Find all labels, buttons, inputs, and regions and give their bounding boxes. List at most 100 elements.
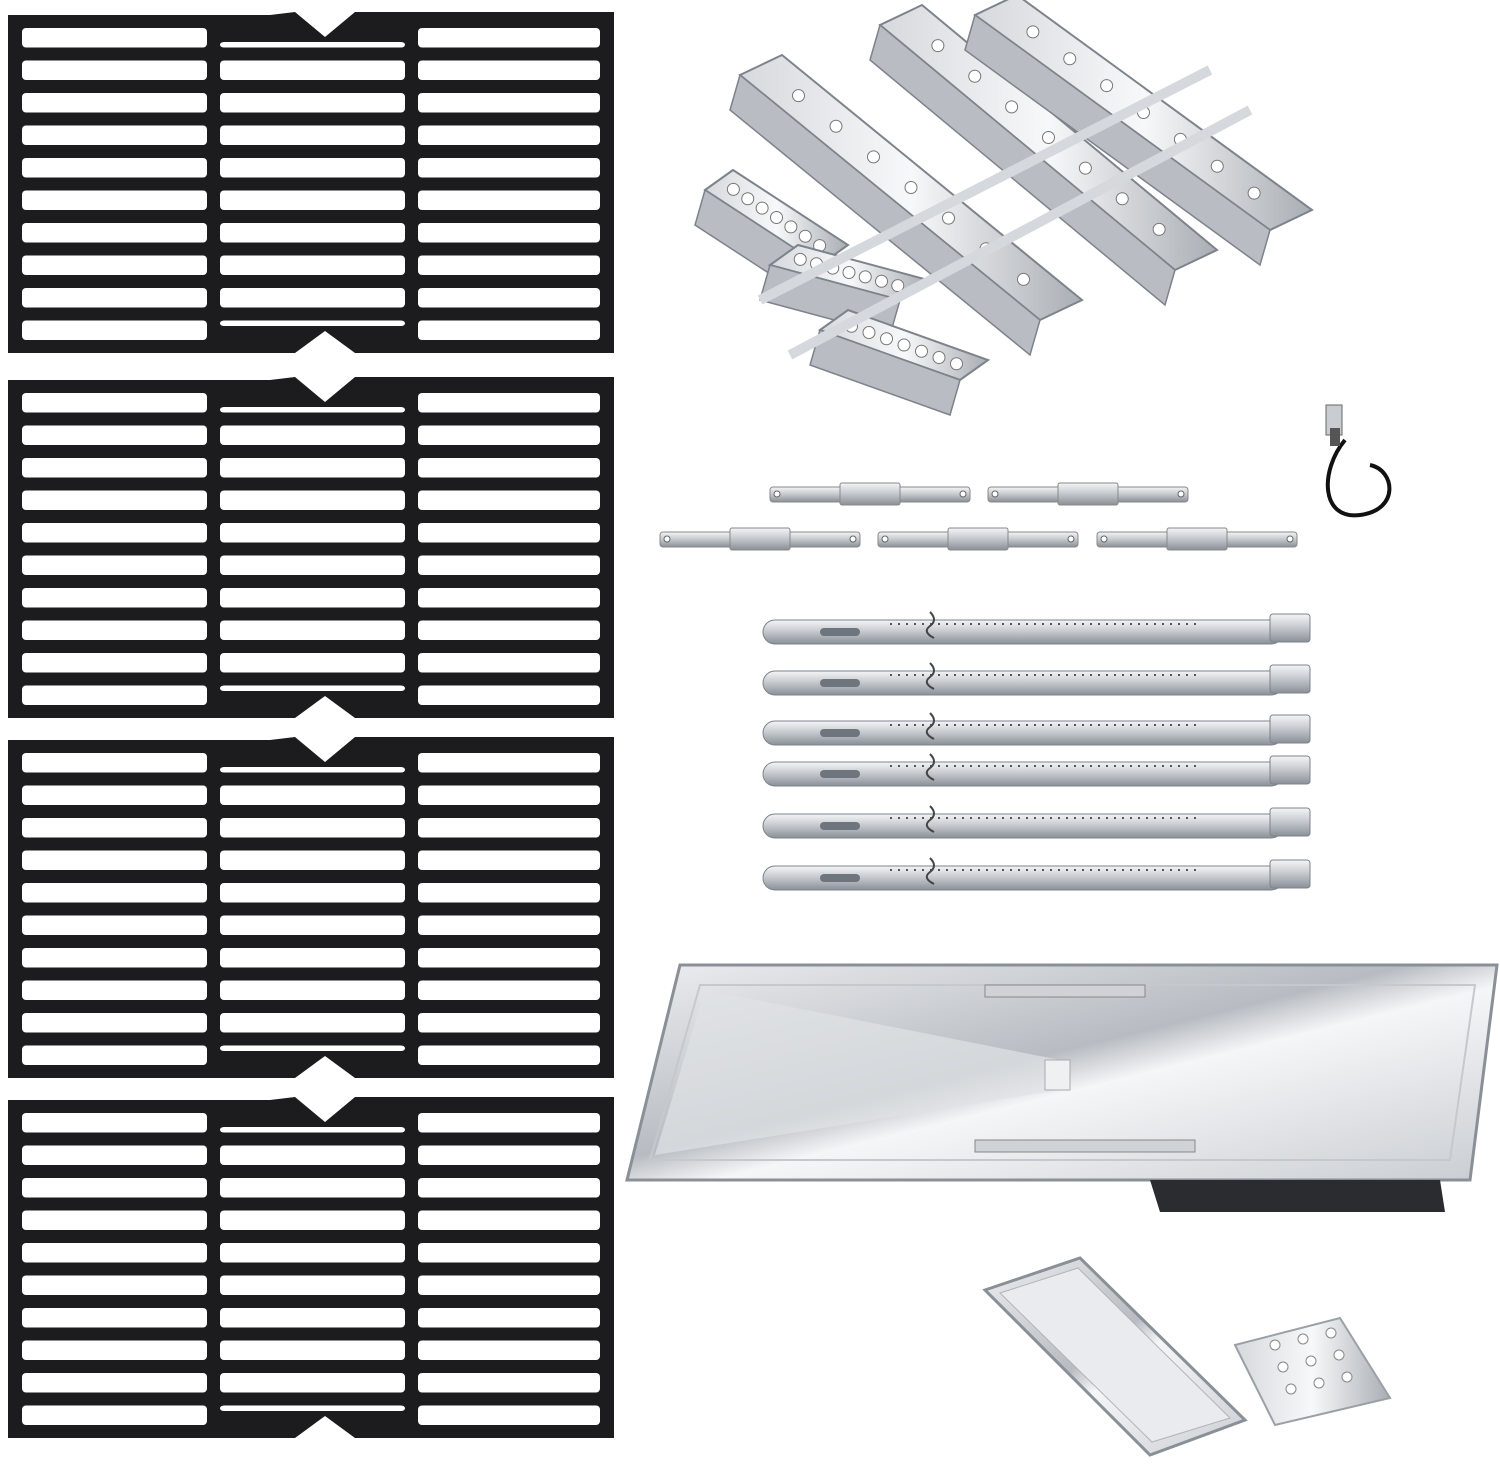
- grate-slot: [22, 1045, 207, 1065]
- grate-slot: [22, 1373, 207, 1393]
- vent-hole: [792, 89, 805, 103]
- grate-slot: [220, 223, 405, 243]
- vent-hole: [741, 192, 755, 206]
- grate-slot: [418, 1275, 600, 1295]
- vent-hole: [880, 332, 893, 346]
- grate-slot: [220, 850, 405, 870]
- grate-slot: [418, 850, 600, 870]
- grate-slot: [418, 653, 600, 673]
- grate-slot: [418, 1243, 600, 1263]
- grate-slot: [22, 785, 207, 805]
- vent-hole: [1078, 161, 1092, 175]
- grate-slot: [22, 320, 207, 340]
- grate-slot: [22, 425, 207, 445]
- burner-tube: [762, 662, 1311, 696]
- grate-slot: [220, 190, 405, 210]
- vent-hole: [897, 338, 911, 352]
- vent-hole: [1100, 79, 1114, 93]
- grate-slot: [220, 1373, 405, 1393]
- grate-slot: [418, 1373, 600, 1393]
- vent-hole: [1325, 1327, 1337, 1339]
- grate-slot: [22, 255, 207, 275]
- grate-slot: [418, 60, 600, 80]
- grate-slot: [220, 883, 405, 903]
- burner-tubes: [762, 611, 1311, 891]
- grate-slot: [22, 60, 207, 80]
- vent-hole: [1017, 272, 1030, 286]
- grate-slot: [418, 255, 600, 275]
- grate-slot: [418, 1113, 600, 1133]
- vent-hole: [915, 344, 928, 358]
- grate-slot: [22, 1113, 207, 1133]
- vent-hole: [1305, 1355, 1317, 1367]
- grate-slot: [22, 980, 207, 1000]
- grate-slot: [22, 288, 207, 308]
- grate-slot: [220, 1308, 405, 1328]
- vent-hole: [1042, 131, 1055, 144]
- grate-slot: [418, 818, 600, 838]
- grate-slot: [418, 1178, 600, 1198]
- grate-slot: [22, 818, 207, 838]
- vent-hole: [931, 39, 945, 53]
- grate-slot: [418, 883, 600, 903]
- grate-slot: [22, 555, 207, 575]
- grate-slot: [22, 620, 207, 640]
- grate-slot: [418, 288, 600, 308]
- crossover-tubes: [659, 482, 1298, 551]
- vent-hole: [904, 181, 918, 194]
- grate-slot: [220, 1340, 405, 1360]
- grate-slot: [22, 753, 207, 773]
- grate-slot: [220, 555, 405, 575]
- grate-slot: [220, 60, 405, 80]
- vent-hole: [968, 69, 982, 83]
- igniter-wire: [1325, 404, 1392, 518]
- grate-slot: [220, 407, 405, 413]
- vent-hole: [1152, 222, 1166, 236]
- grate-slot: [22, 490, 207, 510]
- vent-hole: [1063, 52, 1077, 66]
- vent-hole: [798, 229, 812, 243]
- grate-slot: [22, 125, 207, 145]
- grate-slot: [418, 1308, 600, 1328]
- grate-slot: [220, 818, 405, 838]
- grate-slot: [220, 767, 405, 773]
- vent-hole: [770, 211, 783, 224]
- crossover-tube: [987, 482, 1189, 506]
- grate-slot: [220, 158, 405, 178]
- grate-slot: [220, 948, 405, 968]
- grate-slot: [418, 685, 600, 705]
- vent-hole: [875, 274, 888, 288]
- burner-tube: [762, 857, 1311, 891]
- grate-slot: [220, 620, 405, 640]
- grate-slot: [22, 883, 207, 903]
- grate-slot: [22, 190, 207, 210]
- grate-slot: [418, 425, 600, 445]
- grate-slot: [418, 1210, 600, 1230]
- grate-slot: [418, 1145, 600, 1165]
- grate-slot: [418, 490, 600, 510]
- vent-hole: [1115, 192, 1129, 206]
- grate-slot: [418, 588, 600, 608]
- grate-slot: [22, 1210, 207, 1230]
- grate-slot: [418, 458, 600, 478]
- grate-slot: [220, 685, 405, 691]
- grate-slot: [220, 1013, 405, 1033]
- burner-tube: [762, 805, 1311, 839]
- grate-slot: [22, 915, 207, 935]
- cooking-grates: [8, 12, 614, 1438]
- grate-slot: [418, 555, 600, 575]
- grate-slot: [22, 588, 207, 608]
- cooking-grate: [8, 377, 614, 718]
- vent-hole: [867, 150, 880, 164]
- heat-plate: [964, 0, 1314, 267]
- grate-slot: [220, 1145, 405, 1165]
- grate-slot: [220, 1178, 405, 1198]
- grease-tray: [625, 963, 1499, 1212]
- vent-hole: [1005, 100, 1019, 114]
- grate-slot: [220, 980, 405, 1000]
- grate-slot: [418, 190, 600, 210]
- vent-hole: [1341, 1371, 1353, 1383]
- grate-slot: [220, 1127, 405, 1133]
- grate-slot: [22, 1178, 207, 1198]
- vent-hole: [793, 252, 807, 266]
